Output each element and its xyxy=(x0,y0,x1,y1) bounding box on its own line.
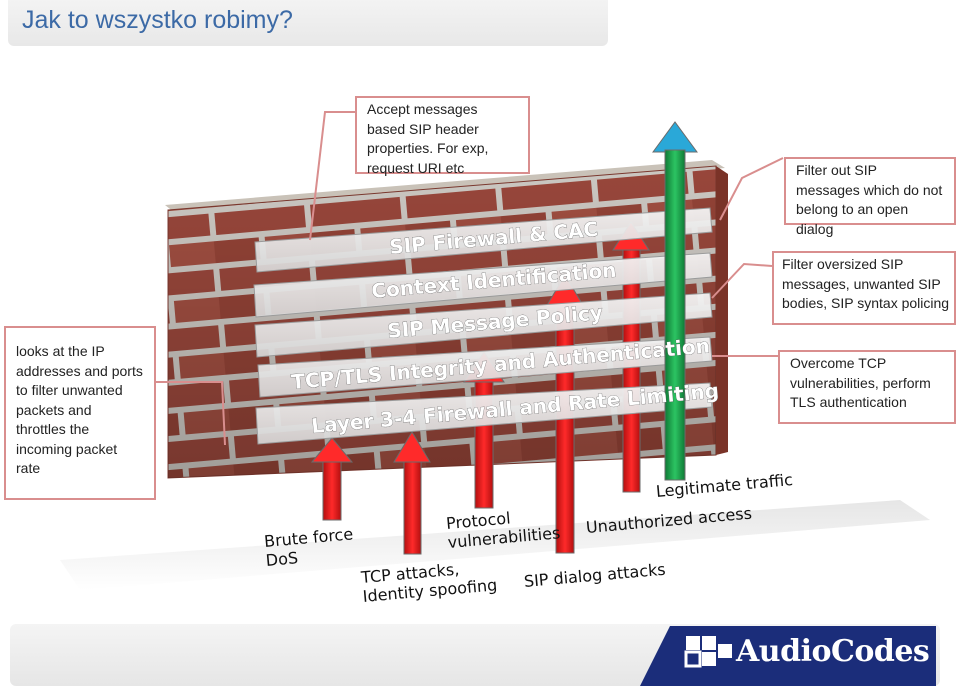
callout-sip-header: Accept messages based SIP header propert… xyxy=(355,96,530,176)
callout-connectors xyxy=(155,111,784,446)
logo-text: AudioCodes xyxy=(736,634,930,669)
legit-arrow-shaft xyxy=(664,149,686,481)
layer-band-1 xyxy=(254,207,713,273)
wall-end xyxy=(716,166,728,455)
callout-open-dialog: Filter out SIP messages which do not bel… xyxy=(784,157,956,237)
arrow-tcp-attacks xyxy=(393,431,431,555)
connector-ip-filter xyxy=(155,381,226,446)
callout-tcp: Overcome TCP vulnerabilities, perform TL… xyxy=(778,350,956,424)
layer-band-4 xyxy=(257,336,713,398)
title-bar xyxy=(8,0,608,46)
logo-mark-icon xyxy=(684,636,732,668)
callout-oversized: Filter oversized SIP messages, unwanted … xyxy=(772,251,956,325)
layer-band-2 xyxy=(253,252,713,318)
page-title: Jak to wszystko robimy? xyxy=(22,6,293,34)
label-brute-force: Brute force DoS xyxy=(263,524,354,570)
connector-open-dialog xyxy=(719,157,784,221)
layer-band-3 xyxy=(254,292,713,358)
connector-oversized xyxy=(711,262,773,299)
layer-band-5 xyxy=(255,382,713,445)
connector-sip-header xyxy=(309,111,355,241)
audiocodes-logo xyxy=(640,626,936,686)
callout-ip-filter: looks at the IP addresses and ports to f… xyxy=(4,326,156,500)
floor-shadow xyxy=(60,500,930,590)
protection-layers xyxy=(253,207,713,445)
arrow-brute-force xyxy=(310,437,354,521)
